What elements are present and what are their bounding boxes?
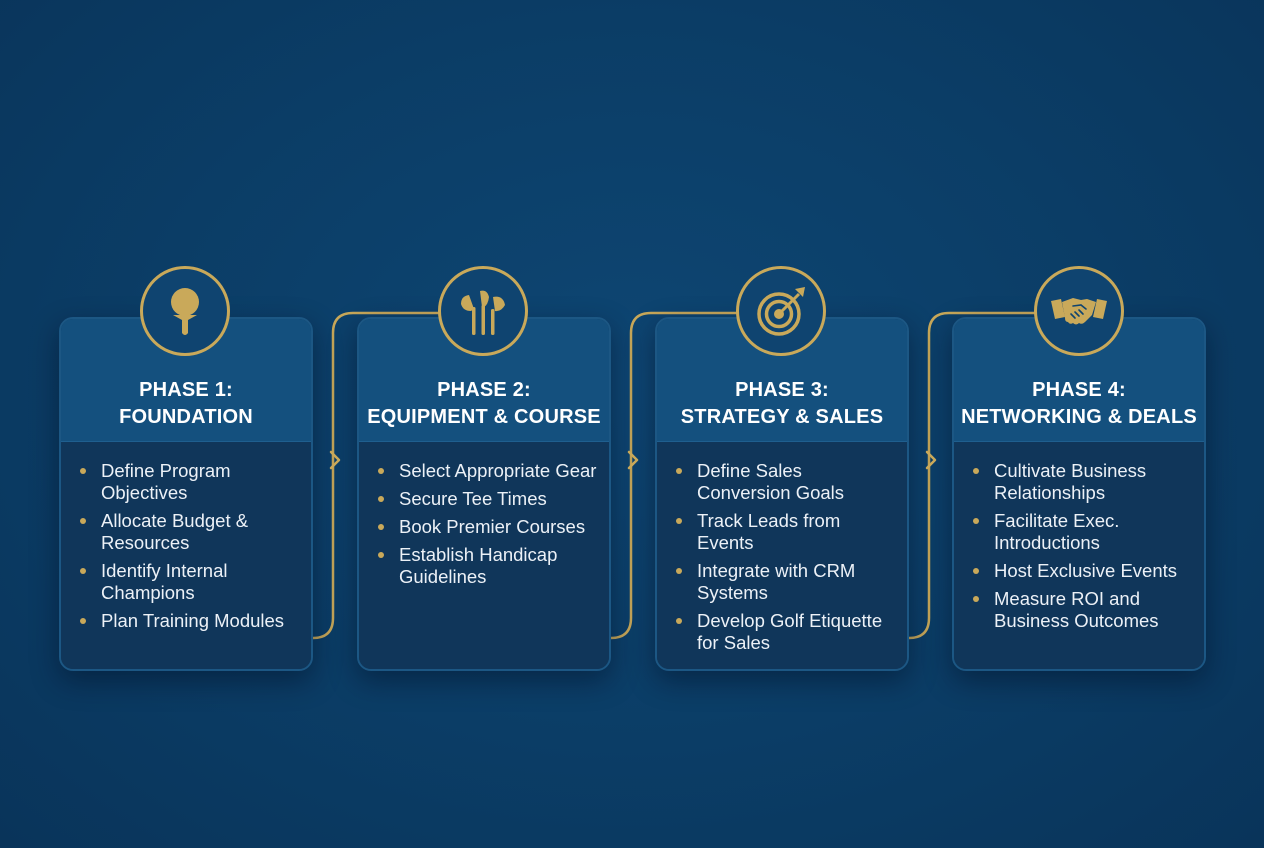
task-text: Establish Handicap Guidelines <box>399 544 558 587</box>
bullet-dot-icon <box>973 596 979 602</box>
chevron-right-icon <box>329 450 341 470</box>
bullet-dot-icon <box>378 524 384 530</box>
task-text: Identify Internal Champions <box>101 560 228 603</box>
phase-task-list: Cultivate Business Relationships Facilit… <box>973 460 1192 632</box>
phase-number: PHASE 1: <box>139 379 233 401</box>
list-item: Allocate Budget & Resources <box>80 510 299 554</box>
task-text: Allocate Budget & Resources <box>101 510 249 553</box>
connector-3-4 <box>907 311 1038 640</box>
phase-card-2: PHASE 2: EQUIPMENT & COURSE Select Appro… <box>357 317 611 671</box>
bullet-dot-icon <box>378 468 384 474</box>
task-text: Host Exclusive Events <box>994 560 1178 581</box>
bullet-dot-icon <box>676 468 682 474</box>
list-item: Develop Golf Etiquette for Sales <box>676 610 895 654</box>
phase-task-list: Define Sales Conversion Goals Track Lead… <box>676 460 895 654</box>
task-text: Plan Training Modules <box>101 610 285 631</box>
list-item: Define Program Objectives <box>80 460 299 504</box>
bullet-dot-icon <box>676 618 682 624</box>
task-text: Secure Tee Times <box>399 488 547 509</box>
list-item: Track Leads from Events <box>676 510 895 554</box>
list-item: Integrate with CRM Systems <box>676 560 895 604</box>
task-text: Track Leads from Events <box>697 510 841 553</box>
list-item: Measure ROI and Business Outcomes <box>973 588 1192 632</box>
phase-title: EQUIPMENT & COURSE <box>367 406 601 428</box>
connector-2-3 <box>609 311 740 640</box>
phase-body: Cultivate Business Relationships Facilit… <box>954 442 1204 669</box>
phase-task-list: Define Program Objectives Allocate Budge… <box>80 460 299 632</box>
list-item: Secure Tee Times <box>378 488 597 510</box>
chevron-right-icon <box>925 450 937 470</box>
bullet-dot-icon <box>378 496 384 502</box>
list-item: Facilitate Exec. Introductions <box>973 510 1192 554</box>
chevron-right-icon <box>627 450 639 470</box>
list-item: Plan Training Modules <box>80 610 299 632</box>
bullet-dot-icon <box>973 568 979 574</box>
list-item: Select Appropriate Gear <box>378 460 597 482</box>
bullet-dot-icon <box>80 468 86 474</box>
phase-card-3: PHASE 3: STRATEGY & SALES Define Sales C… <box>655 317 909 671</box>
list-item: Establish Handicap Guidelines <box>378 544 597 588</box>
task-text: Define Sales Conversion Goals <box>697 460 845 503</box>
phase-icon-badge-3 <box>736 266 826 356</box>
phase-icon-badge-1 <box>140 266 230 356</box>
task-text: Book Premier Courses <box>399 516 586 537</box>
bullet-dot-icon <box>80 618 86 624</box>
bullet-dot-icon <box>973 518 979 524</box>
phase-body: Select Appropriate Gear Secure Tee Times… <box>359 442 609 669</box>
phase-body: Define Sales Conversion Goals Track Lead… <box>657 442 907 669</box>
list-item: Book Premier Courses <box>378 516 597 538</box>
handshake-icon <box>1051 298 1107 325</box>
list-item: Host Exclusive Events <box>973 560 1192 582</box>
golf-ball-on-tee-icon <box>171 288 199 335</box>
task-text: Measure ROI and Business Outcomes <box>994 588 1159 631</box>
bullet-dot-icon <box>378 552 384 558</box>
phase-header: PHASE 2: EQUIPMENT & COURSE <box>359 319 609 442</box>
task-text: Develop Golf Etiquette for Sales <box>697 610 883 653</box>
phase-title: STRATEGY & SALES <box>680 406 884 428</box>
task-text: Facilitate Exec. Introductions <box>994 510 1120 553</box>
target-arrow-icon <box>757 287 805 336</box>
bullet-dot-icon <box>676 568 682 574</box>
list-item: Cultivate Business Relationships <box>973 460 1192 504</box>
phase-card-4: PHASE 4: NETWORKING & DEALS Cultivate Bu… <box>952 317 1206 671</box>
bullet-dot-icon <box>80 568 86 574</box>
task-text: Define Program Objectives <box>101 460 231 503</box>
task-text: Select Appropriate Gear <box>399 460 597 481</box>
bullet-dot-icon <box>973 468 979 474</box>
phase-number: PHASE 4: <box>1032 379 1126 401</box>
golf-clubs-icon <box>461 290 505 335</box>
task-text: Cultivate Business Relationships <box>994 460 1147 503</box>
phase-task-list: Select Appropriate Gear Secure Tee Times… <box>378 460 597 588</box>
phase-number: PHASE 2: <box>437 379 531 401</box>
phase-title: NETWORKING & DEALS <box>961 406 1197 428</box>
connector-1-2 <box>311 311 442 640</box>
phase-title: FOUNDATION <box>119 406 253 428</box>
list-item: Identify Internal Champions <box>80 560 299 604</box>
phase-icon-badge-2 <box>438 266 528 356</box>
phase-body: Define Program Objectives Allocate Budge… <box>61 442 311 669</box>
phase-number: PHASE 3: <box>735 379 829 401</box>
phase-card-1: PHASE 1: FOUNDATION Define Program Objec… <box>59 317 313 671</box>
bullet-dot-icon <box>80 518 86 524</box>
list-item: Define Sales Conversion Goals <box>676 460 895 504</box>
task-text: Integrate with CRM Systems <box>697 560 856 603</box>
phase-icon-badge-4 <box>1034 266 1124 356</box>
bullet-dot-icon <box>676 518 682 524</box>
